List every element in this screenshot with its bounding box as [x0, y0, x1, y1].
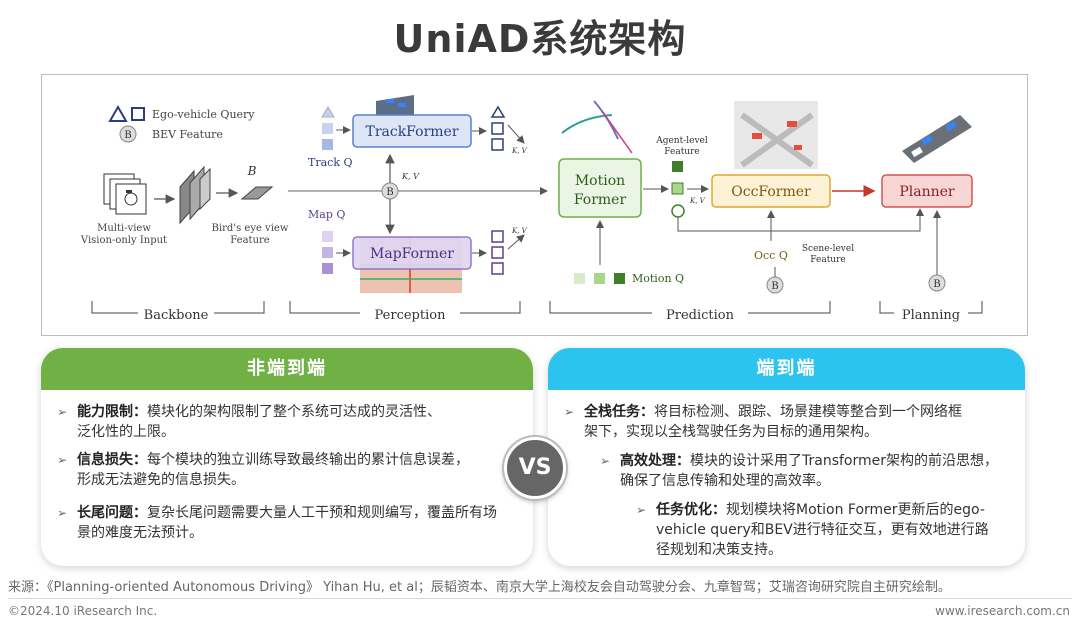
ego-query-square-icon [131, 107, 145, 121]
bev-feature-plate-icon [240, 186, 274, 200]
bullet-arrow-icon: ➢ [57, 453, 68, 467]
occupancy-scene-image-icon [734, 101, 818, 169]
bullet-arrow-icon: ➢ [57, 405, 68, 419]
map-output-icons [491, 230, 504, 275]
track-output-icons [490, 105, 506, 151]
bullet-arrow-icon: ➢ [57, 506, 68, 520]
bullet-arrow-icon: ➢ [600, 454, 611, 468]
scene-level-label-1: Scene-level [802, 244, 854, 254]
motionformer-label-1: Motion [575, 173, 625, 189]
track-q-label: Track Q [308, 156, 353, 169]
stage-backbone: Backbone [144, 308, 209, 323]
planner-bev-node-icon [928, 274, 946, 292]
stage-prediction: Prediction [666, 308, 735, 323]
bullet-task-optimization: ➢ 任务优化：规划模块将Motion Former更新后的ego- vehicl… [636, 502, 989, 558]
agent-feature-icons [671, 161, 685, 218]
copyright: ©2024.10 iResearch Inc. [8, 604, 158, 618]
bullet-long-tail: ➢ 长尾问题：复杂长尾问题需要大量人工干预和规则编写，覆盖所有场 景的难度无法预… [57, 505, 497, 541]
bullet-full-stack-task: ➢ 全栈任务：将目标检测、跟踪、场景建模等整合到一个网络框 架下，实现以全栈驾驶… [564, 404, 962, 440]
footer-divider [8, 598, 1072, 599]
legend: Ego-vehicle Query B BEV Feature [108, 104, 255, 143]
track-query-icons [321, 106, 335, 150]
trackformer-label: TrackFormer [365, 124, 458, 140]
occ-b-letter: B [771, 281, 778, 292]
ego-query-triangle-icon [108, 104, 128, 122]
bev-label-2: Feature [230, 235, 270, 246]
motion-query-icons [574, 273, 625, 284]
bullet-arrow-icon: ➢ [636, 503, 647, 517]
map-q-label: Map Q [308, 208, 345, 221]
kv-label-map: K, V [511, 227, 528, 235]
motionformer-label-2: Former [574, 192, 627, 208]
bullet-arrow-icon: ➢ [564, 405, 575, 419]
kv-label-track: K, V [511, 147, 528, 155]
end-to-end-heading: 端到端 [548, 348, 1025, 390]
motion-q-label: Motion Q [632, 272, 684, 285]
agent-level-label-1: Agent-level [655, 136, 708, 146]
stage-brackets [91, 301, 983, 314]
agent-level-label-2: Feature [664, 147, 700, 157]
occformer-box [711, 174, 831, 208]
scene-level-label-2: Feature [810, 255, 846, 265]
page-title: UniAD系统架构 [393, 17, 687, 61]
website-link[interactable]: www.iresearch.com.cn [935, 604, 1070, 618]
motionformer-box [558, 158, 642, 218]
map-query-icons [322, 231, 333, 274]
bullet-information-loss: ➢ 信息损失：每个模块的独立训练导致最终输出的累计信息误差， 形成无法避免的信息… [57, 452, 469, 488]
motion-trajectory-icon [561, 100, 633, 154]
non-end-to-end-panel: 非端到端 ➢ 能力限制：模块化的架构限制了整个系统可达成的灵活性、 泛化性的上限… [41, 348, 533, 566]
uniad-architecture-diagram: Ego-vehicle Query B BEV Feature Multi-vi… [41, 74, 1028, 336]
kv-label-center: K, V [401, 172, 420, 181]
planning-scene-image-icon [902, 115, 972, 163]
multiview-camera-icon [103, 173, 147, 215]
legend-ego-query: Ego-vehicle Query [152, 108, 255, 121]
legend-b-letter: B [124, 130, 131, 141]
bullet-capability-limit: ➢ 能力限制：模块化的架构限制了整个系统可达成的灵活性、 泛化性的上限。 [57, 404, 441, 440]
bev-feature-icon [119, 125, 137, 143]
bev-label-1: Bird's eye view [212, 223, 289, 234]
bullet-efficient-processing: ➢ 高效处理：模块的设计采用了Transformer架构的前沿思想， 确保了信息… [600, 453, 999, 489]
multiview-label-2: Vision-only Input [80, 235, 167, 246]
source-note: 来源：《Planning-oriented Autonomous Driving… [8, 580, 951, 595]
center-b-letter: B [386, 187, 393, 198]
bev-b-label: B [247, 164, 257, 178]
planner-b-letter: B [933, 279, 940, 290]
occ-q-label: Occ Q [754, 249, 788, 262]
planner-label: Planner [899, 184, 955, 200]
legend-bev-feature: BEV Feature [152, 128, 223, 141]
occformer-label: OccFormer [731, 184, 811, 200]
mapformer-box [352, 236, 472, 270]
trackformer-box [352, 114, 472, 148]
mapformer-label: MapFormer [370, 246, 454, 262]
stage-planning: Planning [902, 308, 960, 323]
non-end-to-end-heading: 非端到端 [41, 348, 533, 390]
kv-label-occ: K, V [689, 197, 706, 205]
backbone-block-icon [179, 165, 211, 225]
vs-badge: VS [504, 437, 566, 499]
planner-box [881, 174, 973, 208]
stage-perception: Perception [375, 308, 447, 323]
end-to-end-panel: 端到端 ➢ 全栈任务：将目标检测、跟踪、场景建模等整合到一个网络框 架下，实现以… [548, 348, 1025, 566]
multiview-label-1: Multi-view [97, 223, 151, 234]
